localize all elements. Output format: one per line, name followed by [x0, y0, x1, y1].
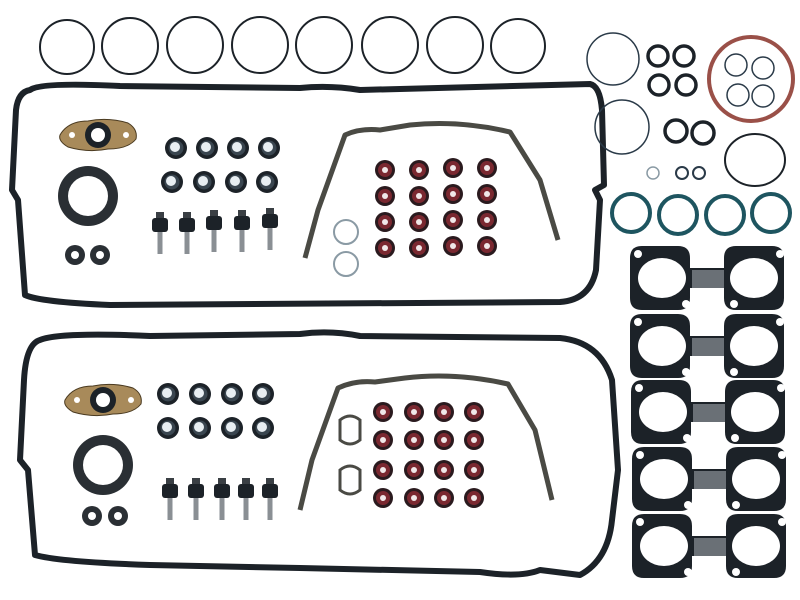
small-seals: [65, 245, 128, 526]
crank-seal-upper: [58, 166, 118, 226]
timing-gasket-upper: [302, 121, 561, 259]
brass-gasket-lower: [64, 383, 142, 417]
valve-cover-gasket-lower: [17, 329, 621, 578]
tube-seals-upper: [161, 137, 280, 193]
brass-gasket-upper: [59, 118, 137, 152]
small-gaskets-lower: [338, 414, 362, 496]
right-orings: [586, 32, 795, 236]
crank-seal-lower: [73, 435, 133, 495]
cover-bolts-upper: [152, 208, 278, 254]
clear-rings: [333, 219, 359, 277]
cover-bolts-lower: [162, 478, 278, 520]
top-orings: [39, 16, 546, 75]
valve-cover-gasket-upper: [9, 81, 607, 308]
valve-stem-seals-upper: [375, 158, 497, 258]
exhaust-gaskets: [630, 246, 786, 578]
valve-stem-seals-lower: [373, 402, 484, 508]
timing-gasket-lower: [297, 373, 555, 511]
tube-seals-lower: [157, 383, 274, 439]
